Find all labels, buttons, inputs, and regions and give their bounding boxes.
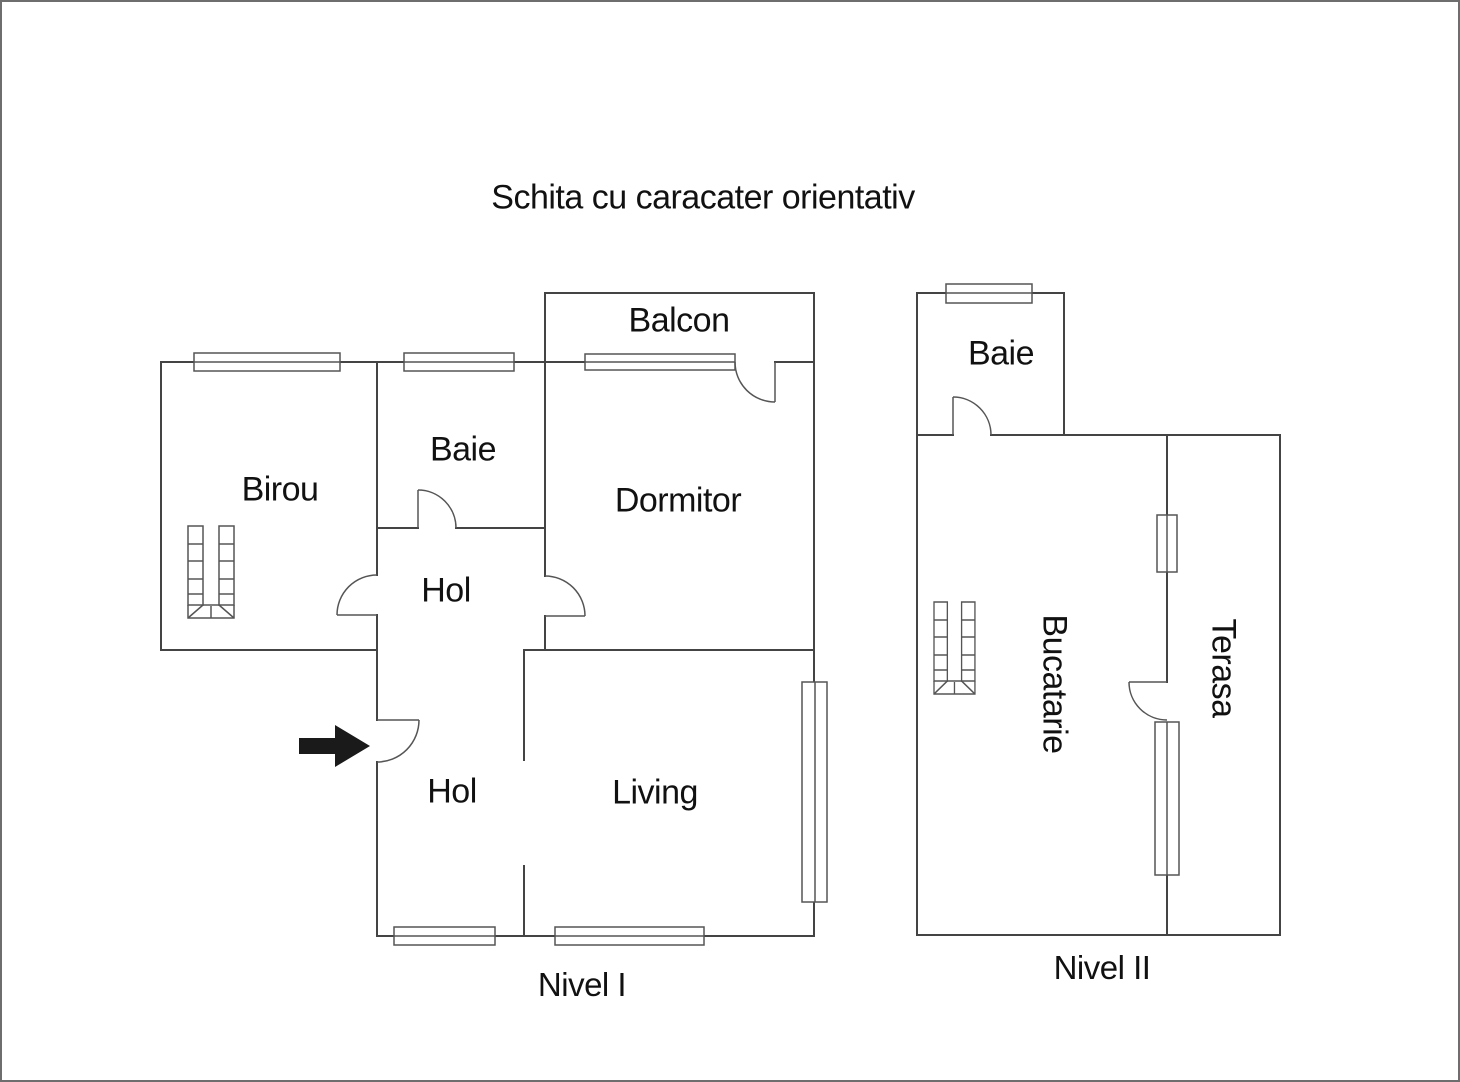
level1-doors	[336, 361, 776, 763]
window-icon	[1156, 514, 1178, 573]
room-label-hol-lower: Hol	[427, 772, 477, 811]
room-label-baie-nivel2: Baie	[967, 334, 1035, 373]
window-icon	[193, 352, 341, 372]
room-label-terasa: Terasa	[1204, 618, 1243, 718]
level1-caption: Nivel I	[537, 966, 627, 1003]
door-baie2	[952, 396, 992, 436]
entrance-arrow-icon	[299, 725, 370, 767]
room-label-hol-upper: Hol	[421, 571, 471, 610]
window-icon	[554, 926, 705, 946]
door-baie	[417, 489, 457, 529]
level1-walls	[160, 292, 815, 937]
room-label-baie-nivel1: Baie	[429, 430, 497, 469]
window-icon	[801, 681, 828, 903]
room-label-balcon: Balcon	[628, 301, 730, 340]
door-balcon	[734, 361, 776, 403]
room-label-bucatarie: Bucatarie	[1035, 614, 1074, 754]
stairs-icon	[187, 525, 235, 619]
level2-walls	[916, 292, 1281, 936]
room-label-dormitor: Dormitor	[614, 481, 742, 520]
level1-windows	[193, 352, 828, 946]
level1-plan	[160, 292, 828, 946]
window-icon	[584, 353, 736, 371]
room-label-birou: Birou	[241, 470, 319, 509]
window-icon	[945, 283, 1033, 304]
window-icon	[403, 352, 515, 372]
door-dormitor	[544, 575, 586, 617]
page-title: Schita cu caracater orientativ	[491, 178, 915, 217]
door-birou	[336, 574, 378, 616]
level2-plan	[916, 283, 1281, 936]
window-icon	[1154, 721, 1180, 876]
window-icon	[393, 926, 496, 946]
room-label-living: Living	[612, 773, 698, 812]
door-terasa	[1128, 681, 1168, 721]
level2-caption: Nivel II	[1053, 949, 1151, 986]
level2-windows	[945, 283, 1180, 876]
level2-doors	[952, 396, 1168, 721]
door-entrance	[376, 719, 420, 763]
stairs-icon	[933, 601, 976, 695]
